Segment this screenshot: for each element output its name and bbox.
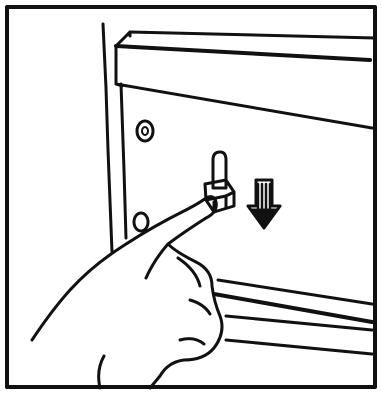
mounting-hole bbox=[137, 121, 153, 141]
cabinet-top-rail bbox=[116, 32, 375, 128]
down-arrow-icon bbox=[248, 180, 280, 228]
outer-frame bbox=[7, 7, 375, 387]
cabinet-left-wall bbox=[103, 24, 112, 252]
mounting-hole bbox=[134, 213, 148, 231]
shelf-peg bbox=[205, 152, 234, 212]
lower-rail bbox=[214, 280, 372, 354]
